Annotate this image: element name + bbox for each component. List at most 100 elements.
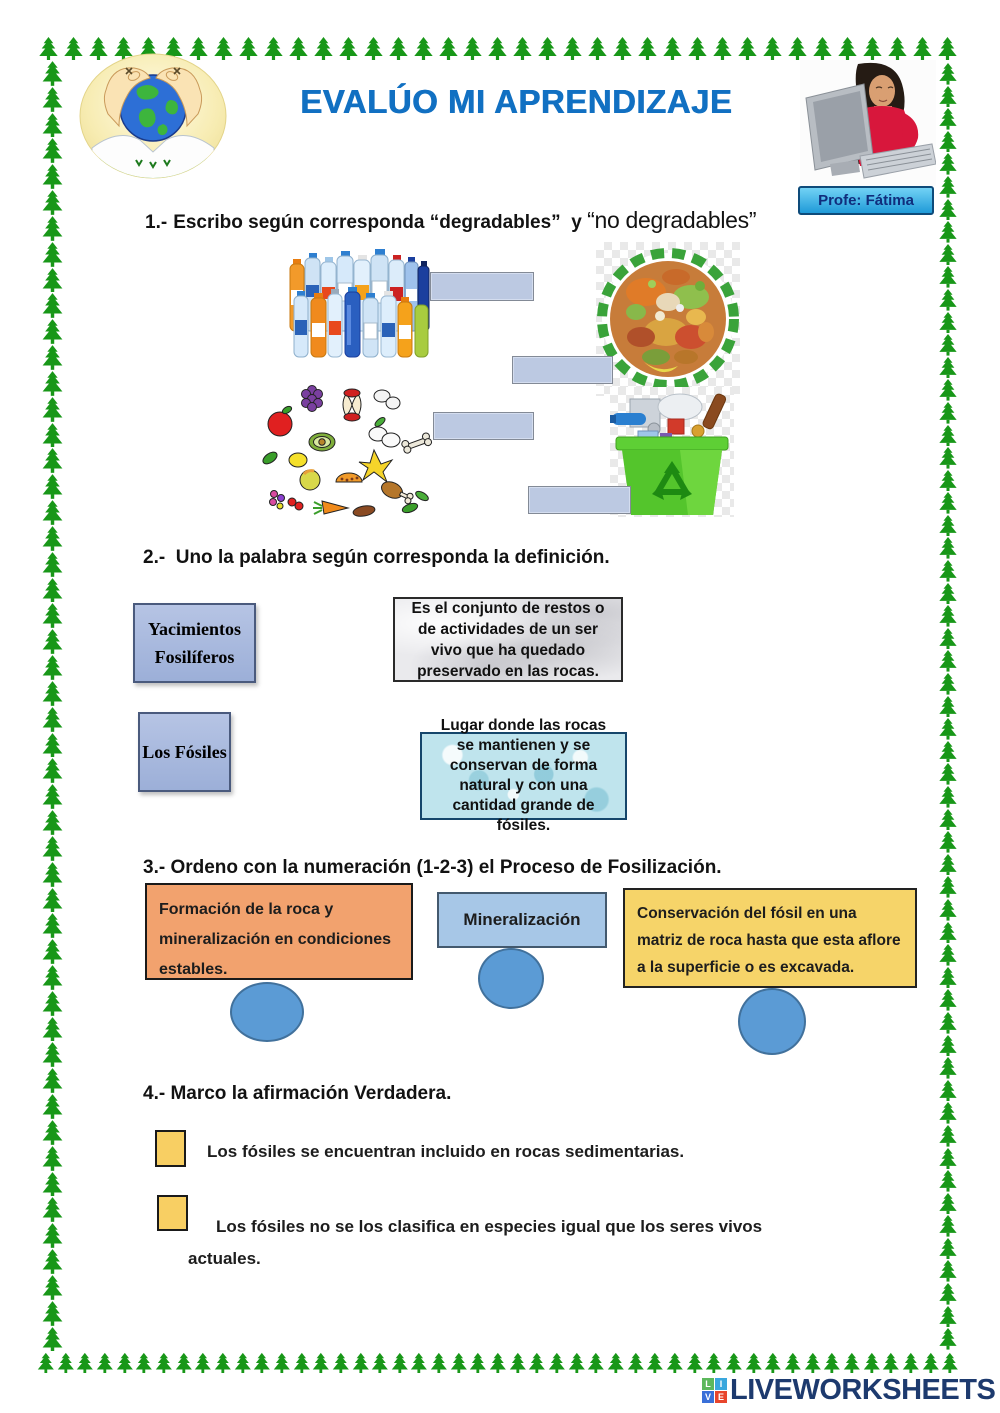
pine-tree-icon — [939, 944, 957, 966]
q4-statement-2: Los fósiles no se los clasifica en espec… — [188, 1217, 763, 1268]
pine-tree-icon — [939, 266, 957, 288]
pine-tree-icon — [804, 1352, 821, 1373]
pine-tree-icon — [939, 763, 957, 785]
pine-tree-icon — [42, 758, 63, 784]
pine-tree-icon — [939, 808, 957, 831]
pine-tree-icon — [939, 175, 957, 198]
q1-answer-box-4[interactable] — [528, 486, 631, 514]
pine-tree-icon — [42, 1300, 63, 1326]
pine-tree-icon — [42, 448, 63, 474]
pine-tree-icon — [96, 1352, 113, 1373]
pine-tree-icon — [288, 37, 308, 60]
pine-tree-icon — [939, 672, 957, 695]
pine-tree-icon — [888, 37, 907, 60]
pine-tree-icon — [509, 1352, 526, 1373]
pine-tree-icon — [42, 603, 63, 629]
pine-tree-icon — [939, 469, 957, 492]
q3-order-circle-2[interactable] — [478, 948, 544, 1009]
pine-tree-icon — [42, 732, 63, 758]
pine-tree-icon — [627, 1352, 644, 1373]
pine-tree-icon — [42, 1171, 63, 1197]
pine-tree-icon — [939, 379, 957, 401]
pine-tree-icon — [42, 965, 63, 990]
pine-tree-icon — [939, 311, 957, 334]
q2-definition-1[interactable]: Es el conjunto de restos o de actividade… — [393, 597, 623, 682]
pine-tree-icon — [42, 784, 63, 810]
pine-tree-icon — [42, 112, 63, 138]
pine-tree-icon — [939, 921, 957, 944]
pine-tree-icon — [939, 447, 957, 469]
pine-tree-icon — [391, 1352, 408, 1373]
pine-tree-icon — [438, 37, 458, 60]
q3-order-circle-1[interactable] — [230, 982, 304, 1042]
pine-tree-icon — [939, 1102, 957, 1124]
pine-tree-icon — [638, 37, 657, 60]
pine-tree-icon — [745, 1352, 762, 1373]
pine-tree-icon — [42, 887, 63, 913]
q1-answer-box-2[interactable] — [512, 356, 613, 384]
pine-tree-icon — [273, 1352, 290, 1373]
food-scraps-drawing — [262, 385, 433, 517]
q4-checkbox-2[interactable] — [157, 1195, 188, 1231]
pine-tree-icon — [941, 1352, 959, 1373]
pine-tree-icon — [939, 853, 957, 876]
pine-tree-icon — [863, 1352, 880, 1373]
pine-tree-icon — [939, 582, 957, 605]
pine-tree-icon — [939, 153, 957, 175]
q4-statement-1: Los fósiles se encuentran incluido en ro… — [207, 1142, 685, 1161]
teacher-badge: Profe: Fátima — [798, 186, 934, 215]
q1-answer-box-1[interactable] — [430, 272, 534, 301]
tree-border-bottom — [36, 1352, 960, 1373]
pine-tree-icon — [939, 85, 957, 108]
pine-tree-icon — [686, 1352, 703, 1373]
pine-tree-icon — [42, 267, 63, 293]
pine-tree-icon — [763, 37, 782, 60]
pine-tree-icon — [939, 1011, 957, 1034]
q2-definition-2[interactable]: Lugar donde las rocas se mantienen y se … — [420, 717, 627, 834]
q1-title: 1.-Escribo según corresponda “degradable… — [145, 207, 756, 234]
pine-tree-icon — [42, 345, 63, 370]
pine-tree-icon — [863, 37, 882, 60]
pine-tree-icon — [42, 138, 63, 164]
pine-tree-icon — [214, 1352, 231, 1373]
pine-tree-icon — [42, 293, 63, 319]
liveworksheets-logo[interactable]: L I V E LIVEWORKSHEETS — [702, 1372, 996, 1408]
pine-tree-icon — [450, 1352, 467, 1373]
pine-tree-icon — [607, 1352, 624, 1373]
pine-tree-icon — [42, 1274, 63, 1300]
pine-tree-icon — [725, 1352, 742, 1373]
pine-tree-icon — [42, 1042, 63, 1068]
pine-tree-icon — [42, 655, 63, 680]
q1-answer-box-3[interactable] — [433, 412, 534, 440]
q2-term-yacimientos[interactable]: Yacimientos Fosilíferos — [133, 603, 256, 683]
pine-tree-icon — [42, 371, 63, 396]
q4-checkbox-1[interactable] — [155, 1130, 186, 1167]
pine-tree-icon — [42, 422, 63, 448]
q3-order-circle-3[interactable] — [738, 988, 806, 1055]
pine-tree-icon — [902, 1352, 919, 1373]
pine-tree-icon — [939, 537, 957, 560]
pine-tree-icon — [42, 629, 63, 655]
pine-tree-icon — [939, 1192, 957, 1215]
pine-tree-icon — [529, 1352, 546, 1373]
pine-tree-icon — [938, 37, 957, 60]
pine-tree-icon — [939, 1124, 957, 1147]
pine-tree-icon — [57, 1352, 74, 1373]
pine-tree-icon — [37, 1352, 54, 1373]
pine-tree-icon — [838, 37, 857, 60]
pine-tree-icon — [42, 216, 63, 241]
pine-tree-icon — [42, 525, 63, 551]
pine-tree-icon — [234, 1352, 251, 1373]
recycle-bin-image — [610, 387, 734, 517]
pine-tree-icon — [784, 1352, 801, 1373]
pine-tree-icon — [363, 37, 383, 60]
pine-tree-icon — [470, 1352, 487, 1373]
q2-term-fosiles[interactable]: Los Fósiles — [138, 712, 231, 792]
pine-tree-icon — [42, 706, 63, 732]
pine-tree-icon — [195, 1352, 212, 1373]
pine-tree-icon — [155, 1352, 172, 1373]
pine-tree-icon — [548, 1352, 565, 1373]
pine-tree-icon — [42, 190, 63, 215]
pine-tree-icon — [939, 1305, 957, 1328]
pine-tree-icon — [939, 1170, 957, 1192]
